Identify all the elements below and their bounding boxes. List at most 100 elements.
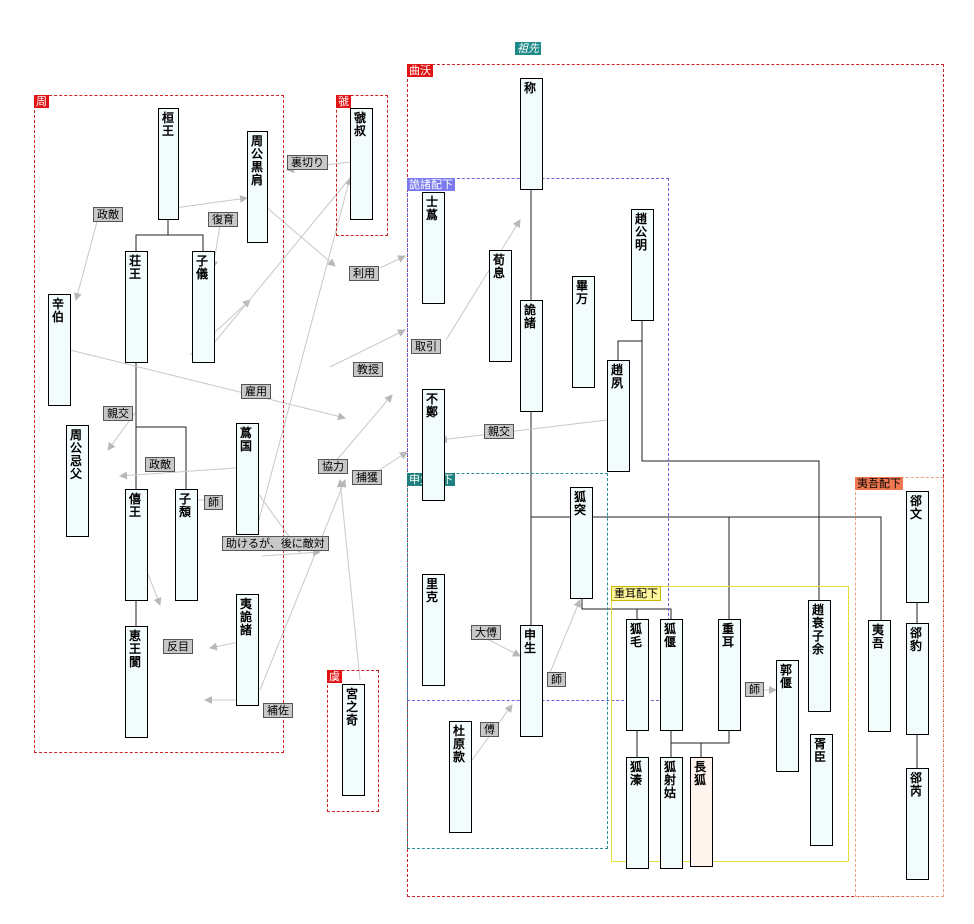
person-node-zike[interactable]: 子儀	[192, 251, 215, 363]
person-node-zhaoshuai[interactable]: 趙衰 子余	[808, 600, 836, 712]
person-node-shiwei[interactable]: 士蔿	[422, 192, 445, 304]
person-node-xiwang[interactable]: 僖王	[125, 489, 148, 601]
edge-label-tutor: 大傅	[471, 625, 501, 640]
edge-label-use: 利用	[349, 266, 379, 281]
group-shensheng	[407, 473, 608, 849]
person-node-huiwang[interactable]: 恵王 閬	[125, 626, 154, 738]
person-node-xuchen[interactable]: 胥臣	[810, 734, 833, 846]
relationship-line	[258, 177, 353, 521]
group-zhou	[34, 95, 284, 753]
person-node-bifang[interactable]: 畢万	[572, 276, 595, 388]
person-node-huzhen[interactable]: 狐溱	[626, 757, 649, 869]
group-yu	[327, 670, 379, 812]
edge-label-master: 師	[204, 495, 223, 510]
person-node-weiguo[interactable]: 蔿国	[236, 423, 259, 535]
person-node-hushegu[interactable]: 狐射姑	[660, 757, 683, 869]
person-node-duyuankuan[interactable]: 杜原款	[449, 721, 472, 833]
person-node-zhaosu[interactable]: 趙夙	[607, 360, 630, 472]
group-tag-zhou: 周	[34, 95, 49, 108]
person-node-guoshu[interactable]: 虢叔	[350, 108, 373, 220]
person-name: 郤豹	[910, 626, 923, 653]
person-name: 趙夙	[611, 363, 624, 390]
relationship-line	[445, 219, 521, 341]
group-guo	[336, 95, 388, 236]
person-node-cheng[interactable]: 称	[520, 78, 543, 190]
person-node-gongzhiqi[interactable]: 宮之奇	[342, 684, 365, 796]
person-node-xirui[interactable]: 郤芮	[906, 768, 929, 880]
relationship-line	[257, 199, 336, 267]
person-name: 虢叔	[354, 111, 367, 138]
person-name: 狐突	[574, 490, 587, 517]
group-tag-guo: 虢	[336, 95, 351, 108]
person-name: 胥臣	[814, 737, 827, 764]
person-name: 桓王	[162, 111, 175, 138]
person-node-zhaogongming[interactable]: 趙公明	[631, 209, 654, 321]
person-node-huanwang[interactable]: 桓王	[158, 108, 179, 220]
person-name: 狐偃	[664, 622, 677, 649]
person-node-zhougong-heijian[interactable]: 周公 黒肩	[247, 131, 276, 243]
person-node-huyan[interactable]: 狐偃	[660, 619, 683, 731]
lineage-line	[641, 341, 820, 600]
person-name: 長狐	[694, 760, 707, 787]
person-node-zhuangwang[interactable]: 荘王	[125, 251, 148, 363]
person-node-humao[interactable]: 狐毛	[626, 619, 649, 731]
relationship-line	[199, 177, 351, 361]
lineage-line	[617, 321, 643, 360]
person-name: 荘王	[129, 254, 142, 281]
edge-label-fu: 傅	[480, 722, 499, 737]
person-node-guoyan[interactable]: 郭偃	[776, 660, 799, 772]
edge-label-friend: 親交	[484, 424, 514, 439]
person-name: 申生	[524, 628, 537, 655]
person-node-hutu[interactable]: 狐突	[570, 487, 593, 599]
relationship-line	[259, 479, 347, 691]
person-node-xibao[interactable]: 郤豹	[906, 623, 929, 735]
group-tag-yiwu: 夷吾配下	[855, 477, 903, 490]
person-name: 里克	[426, 577, 439, 604]
lineage-line	[168, 234, 204, 251]
person-name: 重耳	[722, 622, 735, 649]
person-node-changhu[interactable]: 長狐	[690, 757, 713, 867]
person-node-xinbo[interactable]: 辛伯	[48, 294, 71, 406]
person-name: 称	[524, 81, 537, 95]
relationship-line	[119, 467, 237, 480]
lineage-line	[136, 426, 187, 489]
person-name: 宮之奇	[346, 687, 359, 727]
person-name: 子頽	[179, 492, 192, 519]
group-tag-chonger: 重耳配下	[611, 586, 661, 601]
group-tag-yu: 虞	[327, 670, 342, 683]
edge-label-take: 取引	[411, 339, 441, 354]
person-node-guizhu[interactable]: 詭諸	[520, 300, 543, 412]
person-name: 周公 忌父	[70, 428, 95, 481]
lineage-line	[700, 731, 730, 757]
edge-label-master: 師	[547, 672, 566, 687]
ancestor-tag: 祖先	[515, 42, 541, 55]
person-name: 恵王 閬	[129, 629, 154, 669]
person-name: 僖王	[129, 492, 142, 519]
person-name: 周公 黒肩	[251, 134, 276, 187]
relationship-line	[261, 548, 321, 557]
edge-label-capture: 捕獲	[352, 470, 382, 485]
person-name: 詭諸	[524, 303, 537, 330]
person-node-xunxi[interactable]: 荀息	[489, 250, 512, 362]
relationship-line	[336, 479, 361, 681]
edge-label-friend: 親交	[103, 406, 133, 421]
person-node-zhougong-jifu[interactable]: 周公 忌父	[66, 425, 95, 537]
person-node-yiwu[interactable]: 夷吾	[868, 620, 891, 732]
person-name: 狐射姑	[664, 760, 677, 800]
person-node-litu[interactable]: 里克	[422, 574, 445, 686]
person-name: 狐溱	[630, 760, 643, 787]
person-node-chonger[interactable]: 重耳	[718, 619, 741, 731]
relationship-line	[439, 419, 608, 444]
person-node-shensheng[interactable]: 申生	[520, 625, 543, 737]
lineage-line	[135, 220, 169, 251]
edge-label-help: 助けるが、後に敵対	[222, 536, 329, 551]
person-node-zitui[interactable]: 子頽	[175, 489, 198, 601]
person-node-buzheng[interactable]: 不鄭	[422, 389, 445, 501]
person-node-xiwen[interactable]: 郤文	[906, 491, 929, 603]
person-name: 狐毛	[630, 622, 643, 649]
person-name: 夷詭諸	[240, 597, 253, 637]
relationship-line	[379, 255, 406, 269]
person-name: 士蔿	[426, 195, 439, 222]
person-node-yiguizhu[interactable]: 夷詭諸	[236, 594, 259, 706]
edge-label-betray2: 反目	[163, 639, 193, 654]
